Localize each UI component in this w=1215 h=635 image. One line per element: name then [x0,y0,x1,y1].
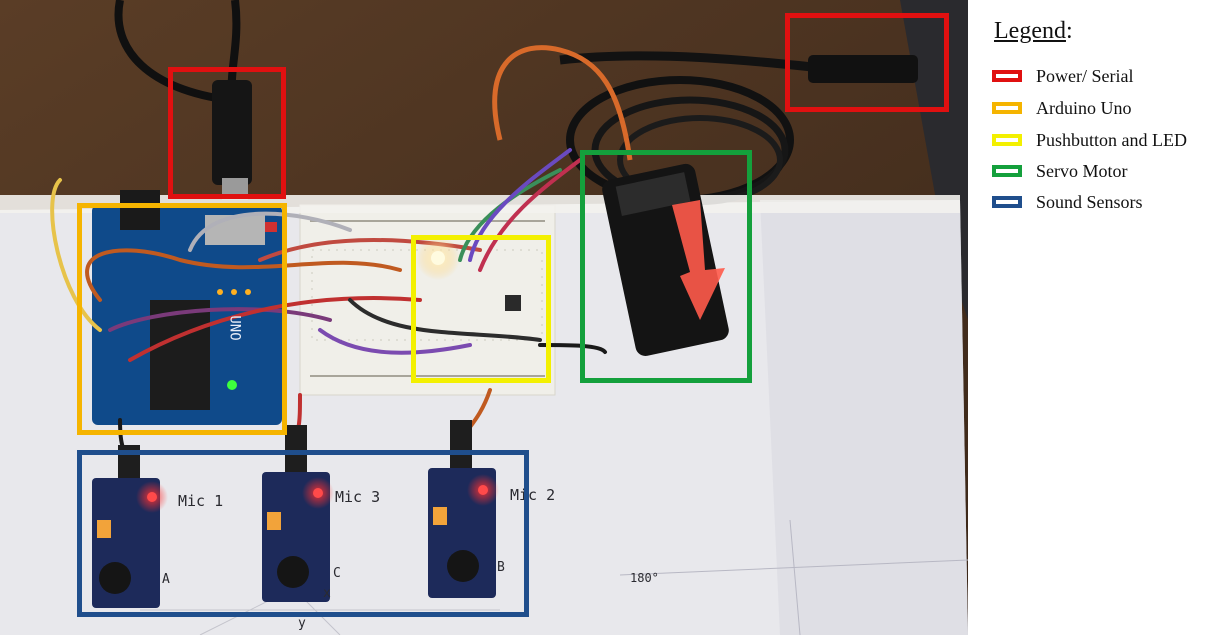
legend: Legend: Power/ Serial Arduino Uno Pushbu… [968,0,1215,635]
circuit-photo: Mic 1 Mic 3 Mic 2 A C B x y 180° UNO [0,0,968,635]
photo-drawing [0,0,968,635]
legend-label-power-serial: Power/ Serial [1036,65,1134,86]
legend-swatch-pushbutton-led [992,134,1022,146]
label-180-degrees: 180° [630,571,659,585]
legend-label-servo-motor: Servo Motor [1036,160,1128,181]
mic2-label: Mic 2 [510,486,556,504]
legend-title: Legend: [994,18,1073,45]
legend-item-arduino-uno: Arduino Uno [992,97,1132,119]
legend-swatch-arduino-uno [992,102,1022,114]
label-x: x [323,586,331,601]
mic1-label: Mic 1 [178,492,224,510]
legend-swatch-power-serial [992,70,1022,82]
usb-connector [808,55,918,83]
label-a: A [162,572,170,587]
legend-item-power-serial: Power/ Serial [992,65,1133,87]
legend-item-sound-sensors: Sound Sensors [992,191,1143,213]
power-serial-box-laptop [785,13,949,112]
legend-item-servo-motor: Servo Motor [992,160,1128,182]
legend-label-pushbutton-led: Pushbutton and LED [1036,129,1187,150]
arduino-uno-box [77,203,287,435]
legend-label-arduino-uno: Arduino Uno [1036,97,1132,118]
sound-sensor-a [92,478,168,608]
pushbutton-led-box [411,235,551,383]
mic3-label: Mic 3 [335,488,381,506]
power-serial-box-usb [168,67,286,199]
label-b: B [497,560,505,575]
legend-label-sound-sensors: Sound Sensors [1036,191,1143,212]
sound-sensor-b [428,468,499,598]
usb-plug [212,80,252,185]
legend-title-text: Legend [994,18,1066,44]
legend-title-colon: : [1065,18,1073,44]
servo-motor-box [580,150,752,383]
legend-item-pushbutton-led: Pushbutton and LED [992,129,1187,151]
label-c: C [333,566,341,581]
sound-sensor-c [262,472,334,602]
legend-swatch-sound-sensors [992,196,1022,208]
sound-sensors-box [77,450,529,617]
label-y: y [298,616,306,631]
legend-swatch-servo-motor [992,165,1022,177]
